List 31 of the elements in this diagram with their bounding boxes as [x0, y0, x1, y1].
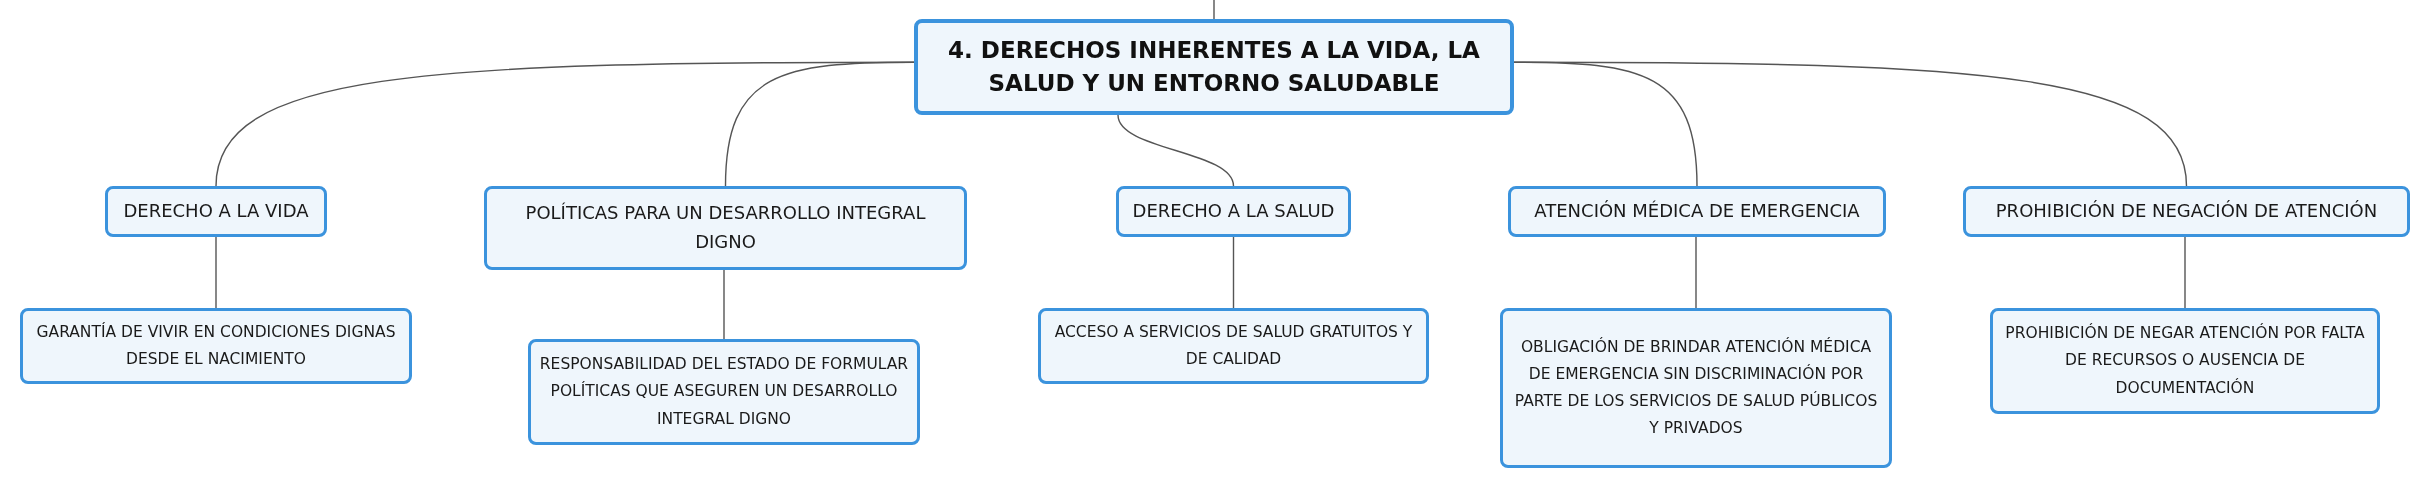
subtopic-box — [1500, 308, 1892, 468]
connector-line — [723, 269, 725, 340]
node-text: RESPONSABILIDAD DEL ESTADO DE FORMULAR POLÍTICAS QUE ASEGUREN UN DESARROLLO INTEGRAL DIGNO — [539, 354, 909, 430]
connector-line — [1513, 61, 2188, 187]
connector-line — [1213, 0, 1215, 20]
connector-line — [2184, 236, 2186, 309]
subtopic-box — [484, 186, 967, 270]
node-text: GARANTÍA DE VIVIR EN CONDICIONES DIGNAS DESDE EL NACIMIENTO — [35, 321, 397, 370]
node-text: ACCESO A SERVICIOS DE SALUD GRATUITOS Y DE CALIDAD — [1053, 321, 1414, 370]
node-text: OBLIGACIÓN DE BRINDAR ATENCIÓN MÉDICA DE EMERGENCIA SIN DISCRIMINACIÓN POR PARTE DE LOS SERVICIOS DE SALUD PÚBLICOS Y PRIVADOS — [1513, 336, 1879, 440]
subtopic-box — [1963, 186, 2410, 237]
connector-line — [1232, 236, 1235, 309]
connector-line — [215, 236, 217, 309]
subtopic-box — [1116, 186, 1351, 237]
subtopic-box — [105, 186, 327, 237]
connector-line — [724, 61, 915, 187]
subtopic-box — [1038, 308, 1429, 384]
node-text: 4. DERECHOS INHERENTES A LA VIDA, LA SALUD Y UN ENTORNO SALUDABLE — [947, 35, 1481, 98]
node-text: ATENCIÓN MÉDICA DE EMERGENCIA — [1534, 199, 1860, 224]
subtopic-box — [20, 308, 412, 384]
connector-line — [1117, 114, 1235, 187]
subtopic-box — [1990, 308, 2380, 414]
node-text: PROHIBICIÓN DE NEGACIÓN DE ATENCIÓN — [1995, 199, 2378, 224]
node-text: DERECHO A LA VIDA — [123, 199, 309, 224]
connector-line — [1695, 236, 1697, 309]
node-text: POLÍTICAS PARA UN DESARROLLO INTEGRAL DIGNO — [524, 201, 927, 254]
topic-box — [914, 19, 1514, 115]
subtopic-box — [528, 339, 920, 445]
node-text: DERECHO A LA SALUD — [1132, 199, 1335, 224]
subtopic-box — [1508, 186, 1886, 237]
node-text: PROHIBICIÓN DE NEGAR ATENCIÓN POR FALTA DE RECURSOS O AUSENCIA DE DOCUMENTACIÓN — [2004, 322, 2366, 399]
